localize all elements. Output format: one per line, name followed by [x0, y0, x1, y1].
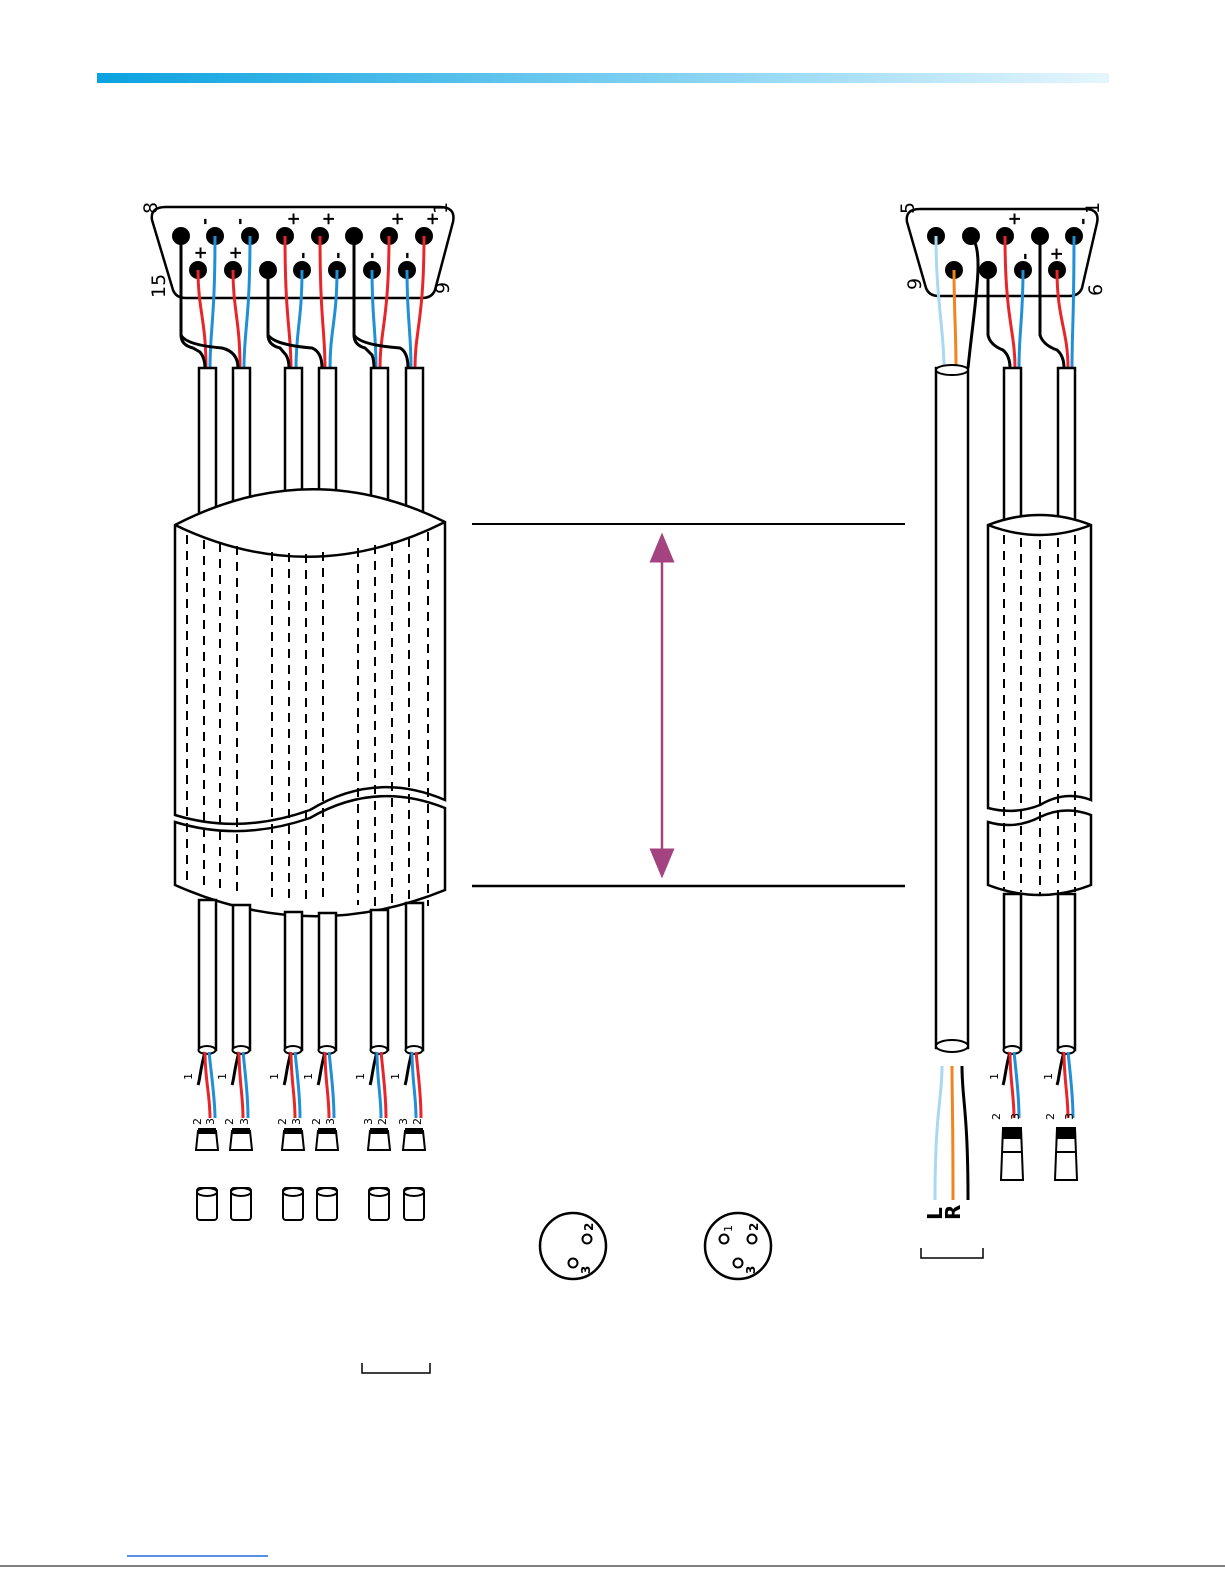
svg-text:-: -: [195, 218, 215, 225]
svg-text:1: 1: [268, 1073, 281, 1080]
svg-text:3: 3: [397, 1118, 410, 1125]
db9-pin-9-label: 9: [904, 278, 926, 290]
svg-text:1: 1: [1042, 1073, 1055, 1080]
svg-text:1: 1: [302, 1073, 315, 1080]
right-channel-labels: 1 2 3 1 2 3: [988, 1073, 1076, 1120]
right-output-wires: [1003, 1052, 1073, 1118]
svg-text:1: 1: [988, 1073, 1001, 1080]
xlr-female-face: 2 3: [540, 1213, 606, 1279]
svg-text:2: 2: [310, 1118, 323, 1125]
svg-text:3: 3: [362, 1118, 375, 1125]
db9-pin-1-label: 1: [1082, 202, 1104, 214]
left-output-wires: [198, 1052, 421, 1118]
right-cables: [1004, 368, 1075, 528]
svg-text:1: 1: [389, 1073, 402, 1080]
left-multicore-upper: [175, 489, 445, 824]
svg-text:2: 2: [376, 1118, 389, 1125]
svg-text:+: +: [284, 212, 304, 226]
svg-text:3: 3: [1009, 1113, 1022, 1120]
svg-text:-: -: [1015, 253, 1035, 260]
svg-text:-: -: [328, 252, 348, 259]
left-channel-labels: 1 2 3 1 2 3 1 2 3 1 2 3 1 3 2 1 3 2: [182, 1073, 424, 1125]
xlr-male-pin2: 2: [747, 1223, 761, 1231]
svg-text:+: +: [423, 212, 443, 226]
db25-bottom-polarity: + + - - - -: [191, 246, 417, 260]
svg-text:+: +: [226, 246, 246, 260]
db9-pin-5-label: 5: [897, 202, 919, 214]
svg-text:+: +: [319, 212, 339, 226]
db25-pin-9-label: 9: [432, 282, 454, 294]
xlr-male-pin3: 3: [744, 1266, 758, 1274]
svg-text:1: 1: [354, 1073, 367, 1080]
stereo-cable: [936, 365, 968, 1052]
left-cables-bottom: [199, 900, 423, 1050]
svg-text:2: 2: [411, 1118, 424, 1125]
svg-text:3: 3: [290, 1118, 303, 1125]
stereo-output-wires: [935, 1066, 968, 1200]
svg-text:-: -: [362, 252, 382, 259]
svg-text:-: -: [397, 252, 417, 259]
db25-top-pins: [172, 227, 433, 245]
stereo-right-label: R: [941, 1205, 965, 1220]
svg-text:-: -: [1073, 218, 1093, 225]
svg-text:+: +: [1047, 247, 1067, 261]
db25-pin-15-label: 15: [148, 274, 170, 298]
svg-text:3: 3: [204, 1118, 217, 1125]
db9-pin-6-label: 6: [1085, 284, 1107, 296]
xlr-male-pin1: 1: [722, 1225, 735, 1232]
right-bracket: [921, 1248, 983, 1258]
svg-text:3: 3: [238, 1118, 251, 1125]
svg-text:3: 3: [324, 1118, 337, 1125]
svg-text:-: -: [293, 252, 313, 259]
svg-text:2: 2: [223, 1118, 236, 1125]
left-xlr-caps: [196, 1128, 425, 1150]
left-xlr-bodies: [197, 1188, 424, 1220]
svg-text:1: 1: [216, 1073, 229, 1080]
svg-text:2: 2: [191, 1118, 204, 1125]
xlr-female-pin2: 2: [582, 1223, 596, 1231]
svg-text:1: 1: [182, 1073, 195, 1080]
db25-pin-8-label: 8: [140, 202, 162, 214]
right-cables-bottom: [1004, 894, 1076, 1054]
right-jack-plugs: [1001, 1127, 1077, 1180]
svg-text:+: +: [191, 246, 211, 260]
svg-text:2: 2: [1044, 1113, 1057, 1120]
left-bracket: [362, 1363, 430, 1373]
header-bar: [97, 73, 1109, 83]
db25-top-polarity: - - + + + +: [195, 212, 443, 226]
svg-text:2: 2: [990, 1113, 1003, 1120]
db9-connector: 5 1 9 6 + - + -: [897, 202, 1107, 296]
xlr-male-face: 1 2 3: [705, 1213, 771, 1279]
svg-text:3: 3: [1063, 1113, 1076, 1120]
svg-text:+: +: [1005, 212, 1025, 226]
svg-text:-: -: [230, 218, 250, 225]
svg-text:2: 2: [276, 1118, 289, 1125]
xlr-female-pin3: 3: [579, 1266, 593, 1274]
svg-text:+: +: [388, 212, 408, 226]
